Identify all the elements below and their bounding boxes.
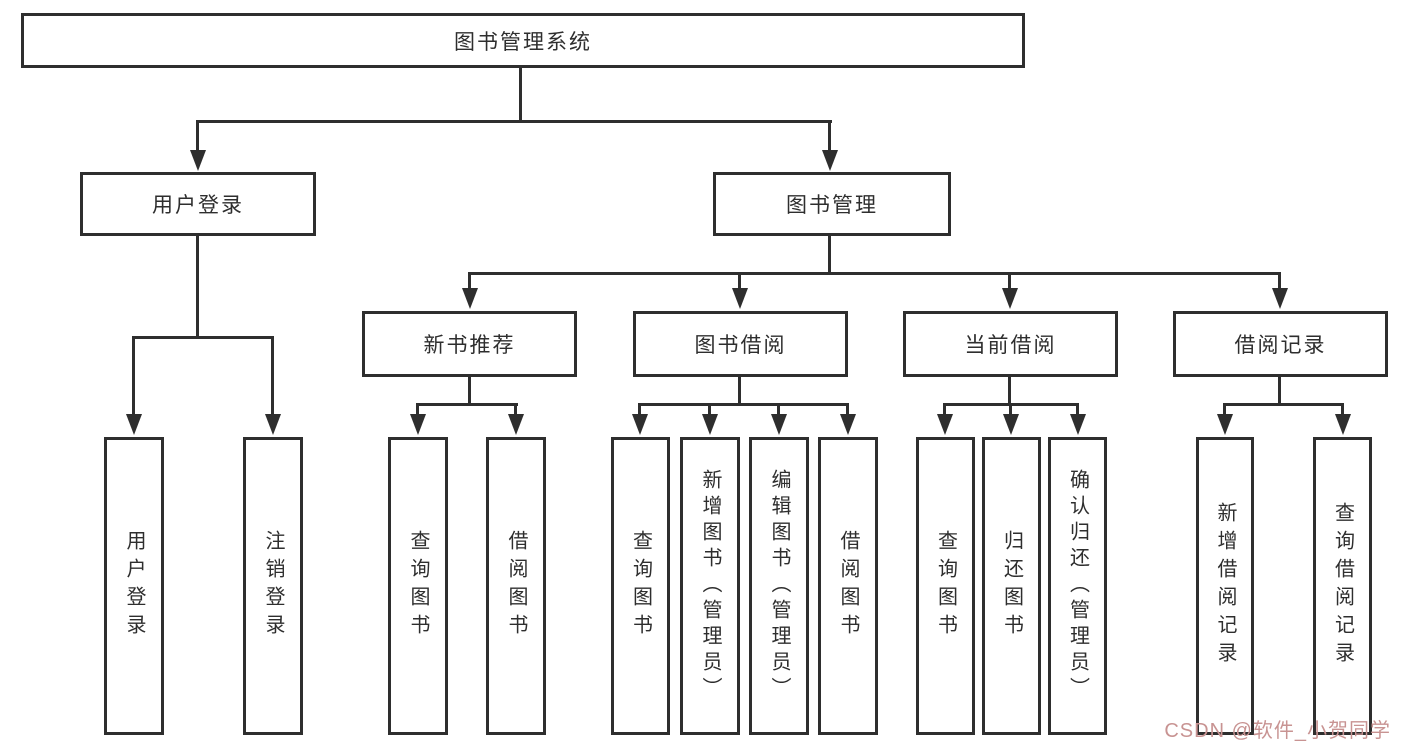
leaf-logout-label: 注销登录 xyxy=(262,530,284,642)
connector-line xyxy=(828,236,831,275)
node-user-login: 用户登录 xyxy=(80,172,316,236)
connector-line xyxy=(1076,403,1079,415)
node-root: 图书管理系统 xyxy=(21,13,1025,68)
leaf-recommend-query-books-label: 查询图书 xyxy=(407,530,429,642)
leaf-add-borrow-record: 新增借阅记录 xyxy=(1196,437,1254,735)
leaf-query-borrow-record: 查询借阅记录 xyxy=(1313,437,1372,735)
connector-line xyxy=(271,336,274,414)
arrow-down-icon xyxy=(702,414,718,435)
connector-line xyxy=(777,403,780,415)
leaf-confirm-return-admin: 确认归还（管理员） xyxy=(1048,437,1107,735)
connector-line xyxy=(416,403,518,406)
connector-line xyxy=(196,120,199,152)
arrow-down-icon xyxy=(410,414,426,435)
connector-line xyxy=(468,272,471,290)
csdn-watermark: CSDN @软件_小贺同学 xyxy=(1164,720,1391,742)
node-root-label: 图书管理系统 xyxy=(454,30,592,54)
arrow-down-icon xyxy=(822,150,838,171)
arrow-down-icon xyxy=(1272,288,1288,309)
leaf-edit-books-admin-label: 编辑图书（管理员） xyxy=(768,469,790,703)
arrow-down-icon xyxy=(265,414,281,435)
leaf-return-books: 归还图书 xyxy=(982,437,1041,735)
node-user-login-label: 用户登录 xyxy=(152,194,244,217)
leaf-current-query-books: 查询图书 xyxy=(916,437,975,735)
node-book-management-label: 图书管理 xyxy=(786,194,878,217)
arrow-down-icon xyxy=(462,288,478,309)
arrow-down-icon xyxy=(840,414,856,435)
leaf-user-login: 用户登录 xyxy=(104,437,164,735)
connector-line xyxy=(943,403,946,415)
connector-line xyxy=(416,403,419,415)
leaf-recommend-borrow-books: 借阅图书 xyxy=(486,437,546,735)
connector-line xyxy=(468,377,471,405)
arrow-down-icon xyxy=(508,414,524,435)
arrow-down-icon xyxy=(1002,288,1018,309)
connector-line xyxy=(196,236,199,338)
node-new-book-recommend: 新书推荐 xyxy=(362,311,577,377)
leaf-borrow-books: 借阅图书 xyxy=(818,437,878,735)
arrow-down-icon xyxy=(937,414,953,435)
leaf-query-borrow-record-label: 查询借阅记录 xyxy=(1331,502,1354,670)
connector-line xyxy=(196,120,832,123)
node-borrow-records-label: 借阅记录 xyxy=(1234,334,1327,357)
leaf-borrow-query-books: 查询图书 xyxy=(611,437,670,735)
arrow-down-icon xyxy=(771,414,787,435)
node-borrow-records: 借阅记录 xyxy=(1173,311,1388,377)
connector-line xyxy=(1278,272,1281,290)
connector-line xyxy=(708,403,711,415)
node-book-borrow: 图书借阅 xyxy=(633,311,848,377)
connector-line xyxy=(638,403,641,415)
leaf-add-books-admin: 新增图书（管理员） xyxy=(680,437,740,735)
connector-line xyxy=(828,120,831,152)
leaf-borrow-query-books-label: 查询图书 xyxy=(629,530,652,642)
connector-line xyxy=(132,336,274,339)
leaf-recommend-borrow-books-label: 借阅图书 xyxy=(505,530,527,642)
leaf-return-books-label: 归还图书 xyxy=(1000,530,1023,642)
connector-line xyxy=(132,336,135,414)
arrow-down-icon xyxy=(1217,414,1233,435)
connector-line xyxy=(1009,403,1012,415)
arrow-down-icon xyxy=(732,288,748,309)
connector-line xyxy=(1008,272,1011,290)
leaf-add-books-admin-label: 新增图书（管理员） xyxy=(699,469,721,703)
arrow-down-icon xyxy=(126,414,142,435)
node-book-management: 图书管理 xyxy=(713,172,951,236)
leaf-logout: 注销登录 xyxy=(243,437,303,735)
arrow-down-icon xyxy=(1003,414,1019,435)
node-book-borrow-label: 图书借阅 xyxy=(694,334,787,357)
arrow-down-icon xyxy=(632,414,648,435)
arrow-down-icon xyxy=(1070,414,1086,435)
connector-line xyxy=(1341,403,1344,415)
connector-line xyxy=(638,403,849,406)
leaf-add-borrow-record-label: 新增借阅记录 xyxy=(1214,502,1236,670)
connector-line xyxy=(738,377,741,405)
leaf-user-login-label: 用户登录 xyxy=(123,530,145,642)
connector-line xyxy=(1223,403,1226,415)
arrow-down-icon xyxy=(190,150,206,171)
connector-line xyxy=(1278,377,1281,405)
leaf-confirm-return-admin-label: 确认归还（管理员） xyxy=(1066,469,1089,703)
node-current-borrow-label: 当前借阅 xyxy=(964,334,1057,357)
connector-line xyxy=(846,403,849,415)
connector-line xyxy=(519,68,522,122)
leaf-current-query-books-label: 查询图书 xyxy=(934,530,957,642)
node-new-book-recommend-label: 新书推荐 xyxy=(423,334,516,357)
node-current-borrow: 当前借阅 xyxy=(903,311,1118,377)
connector-line xyxy=(738,272,741,290)
connector-line xyxy=(514,403,517,415)
connector-line xyxy=(1223,403,1344,406)
leaf-edit-books-admin: 编辑图书（管理员） xyxy=(749,437,809,735)
leaf-recommend-query-books: 查询图书 xyxy=(388,437,448,735)
connector-line xyxy=(468,272,1281,275)
leaf-borrow-books-label: 借阅图书 xyxy=(837,530,859,642)
connector-line xyxy=(1008,377,1011,405)
arrow-down-icon xyxy=(1335,414,1351,435)
